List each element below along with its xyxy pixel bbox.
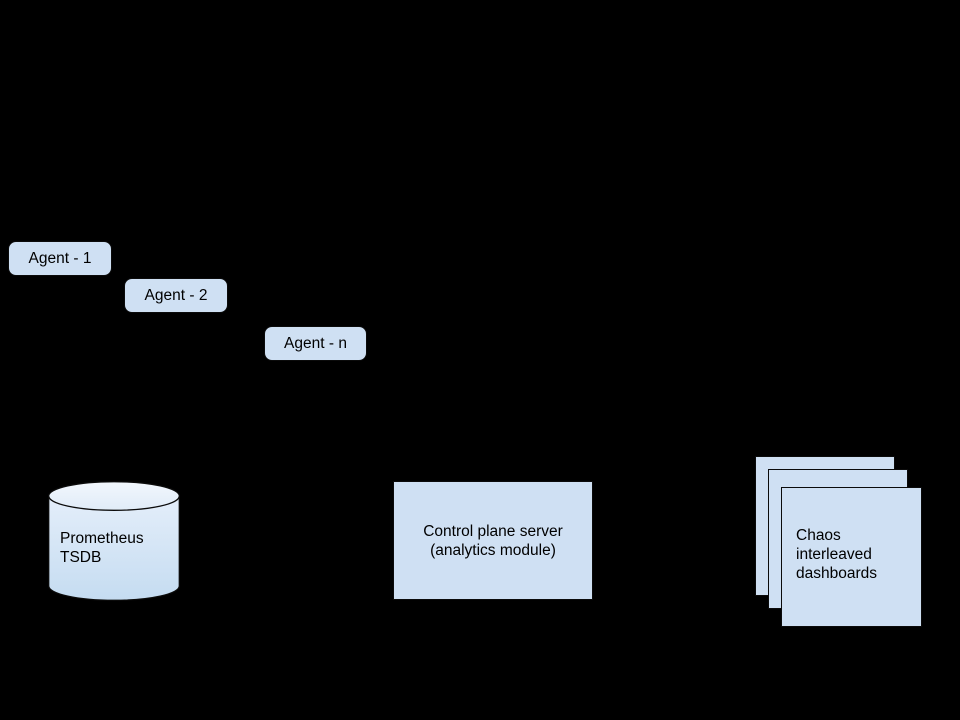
node-agent-n-label: Agent - n: [284, 335, 347, 352]
cylinder-shape: [48, 481, 180, 601]
node-agent-2-label: Agent - 2: [144, 287, 208, 304]
node-agent-1[interactable]: Agent - 1: [8, 241, 112, 276]
node-control-plane-server[interactable]: Control plane server (analytics module): [393, 481, 593, 600]
node-chaos-interleaved-dashboards-label: Chaos interleaved dashboards: [796, 527, 878, 582]
node-agent-1-label: Agent - 1: [28, 250, 92, 267]
node-prometheus-tsdb-label: Prometheus TSDB: [60, 530, 144, 566]
node-agent-2[interactable]: Agent - 2: [124, 278, 228, 313]
node-agent-n[interactable]: Agent - n: [264, 326, 367, 361]
node-prometheus-tsdb[interactable]: Prometheus TSDB: [48, 481, 180, 601]
node-control-plane-server-label: Control plane server (analytics module): [423, 522, 563, 559]
node-chaos-interleaved-dashboards[interactable]: Chaos interleaved dashboards: [781, 487, 922, 627]
